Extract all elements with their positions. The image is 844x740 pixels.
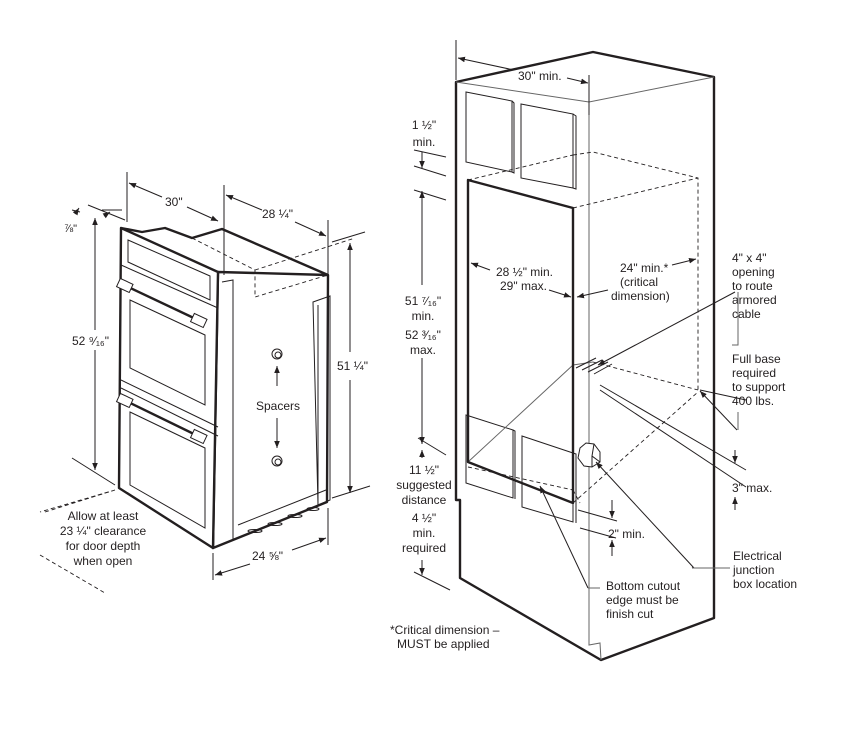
- svg-text:2" min.: 2" min.: [608, 527, 645, 541]
- svg-text:for door depth: for door depth: [66, 539, 141, 553]
- vents: [247, 507, 320, 533]
- overall-height-label: 52 ⁹⁄₁₆": [72, 334, 109, 348]
- svg-text:11 ½": 11 ½": [409, 463, 439, 477]
- svg-text:cable: cable: [732, 307, 761, 321]
- oven-cutout: [466, 178, 575, 505]
- trim-label: ⅞": [64, 223, 77, 235]
- svg-text:min.: min.: [413, 526, 436, 540]
- cutout-height-dimension: 51 ⁷⁄₁₆" min. 52 ³⁄₁₆" max.: [405, 191, 447, 456]
- svg-text:23 ¼" clearance: 23 ¼" clearance: [60, 524, 147, 538]
- svg-text:edge must be: edge must be: [606, 593, 679, 607]
- svg-text:(critical: (critical: [620, 275, 658, 289]
- lower-door-handle: [115, 392, 208, 445]
- svg-text:min.: min.: [412, 309, 435, 323]
- svg-text:Allow at least: Allow at least: [68, 509, 139, 523]
- svg-text:4 ½": 4 ½": [412, 511, 436, 525]
- svg-text:required: required: [402, 541, 446, 555]
- cutout-edge-callout: Bottom cutout edge must be finish cut: [539, 485, 681, 621]
- svg-text:junction: junction: [732, 563, 774, 577]
- body-height-label: 51 ¼": [337, 359, 368, 373]
- svg-text:*Critical dimension –: *Critical dimension –: [390, 623, 500, 637]
- svg-text:max.: max.: [410, 343, 436, 357]
- svg-text:29" max.: 29" max.: [500, 279, 547, 293]
- wall-oven-drawing: Spacers 30" 28 ¼" ⅞" 52 ⁹⁄₁₆" 51 ¼" 24 ⅝…: [39, 172, 371, 594]
- svg-text:24" min.*: 24" min.*: [620, 261, 669, 275]
- upper-door-handle: [115, 277, 208, 329]
- svg-text:finish cut: finish cut: [606, 607, 654, 621]
- door-clearance-note: Allow at least 23 ¼" clearance for door …: [60, 509, 147, 568]
- upper-left-panel: [465, 91, 513, 173]
- svg-text:400 lbs.: 400 lbs.: [732, 394, 774, 408]
- svg-text:Full base: Full base: [732, 352, 781, 366]
- svg-text:suggested: suggested: [396, 478, 451, 492]
- top-gap-dimension: 1 ½" min.: [412, 118, 447, 201]
- full-base-callout: Full base required to support 400 lbs.: [699, 352, 786, 431]
- three-inch-max-dimension: 3" max.: [599, 384, 772, 510]
- two-inch-min-dimension: 2" min.: [577, 500, 645, 556]
- spacer-icons: [271, 348, 283, 467]
- svg-text:4" x 4": 4" x 4": [732, 251, 767, 265]
- cabinet-width-label: 30" min.: [518, 69, 562, 83]
- upper-right-panel: [520, 103, 574, 189]
- cabinet-drawing: 30" min. 1 ½" min. 51 ⁷⁄₁₆" min. 52 ³⁄₁₆…: [390, 40, 797, 662]
- cable-opening: [575, 357, 613, 375]
- bottom-gap-dimension: 4 ½" min. required: [402, 511, 451, 591]
- junction-box-callout: Electrical junction box location: [595, 461, 797, 591]
- svg-text:Electrical: Electrical: [733, 549, 782, 563]
- suggested-distance-dimension: 11 ½" suggested distance: [396, 450, 452, 507]
- svg-text:52 ³⁄₁₆": 52 ³⁄₁₆": [405, 328, 441, 342]
- depth-dimension: 24" min.* (critical dimension): [576, 257, 697, 303]
- svg-text:box location: box location: [733, 577, 797, 591]
- svg-text:51 ⁷⁄₁₆": 51 ⁷⁄₁₆": [405, 294, 441, 308]
- svg-text:armored: armored: [732, 293, 777, 307]
- svg-text:min.: min.: [413, 135, 436, 149]
- cable-opening-callout: 4" x 4" opening to route armored cable: [597, 251, 777, 366]
- oven-front: [117, 226, 220, 550]
- svg-text:dimension): dimension): [611, 289, 670, 303]
- svg-text:3" max.: 3" max.: [732, 481, 772, 495]
- svg-text:to support: to support: [732, 380, 786, 394]
- oven-width-label: 30": [165, 195, 183, 209]
- svg-text:MUST be applied: MUST be applied: [397, 637, 490, 651]
- svg-text:distance: distance: [402, 493, 447, 507]
- critical-dimension-footnote: *Critical dimension – MUST be applied: [390, 623, 500, 651]
- cutout-width-dimension: 28 ½" min. 29" max.: [470, 262, 572, 298]
- oven-depth-label: 28 ¼": [262, 207, 293, 221]
- lower-left-panel: [465, 414, 514, 499]
- svg-text:to route: to route: [732, 279, 773, 293]
- svg-text:Bottom cutout: Bottom cutout: [606, 579, 681, 593]
- spacers-label: Spacers: [256, 399, 300, 413]
- svg-text:28 ½" min.: 28 ½" min.: [496, 265, 553, 279]
- svg-text:opening: opening: [732, 265, 775, 279]
- body-depth-label: 24 ⅝": [252, 549, 283, 563]
- svg-text:required: required: [732, 366, 776, 380]
- svg-text:1 ½": 1 ½": [412, 118, 436, 132]
- svg-text:when open: when open: [73, 554, 133, 568]
